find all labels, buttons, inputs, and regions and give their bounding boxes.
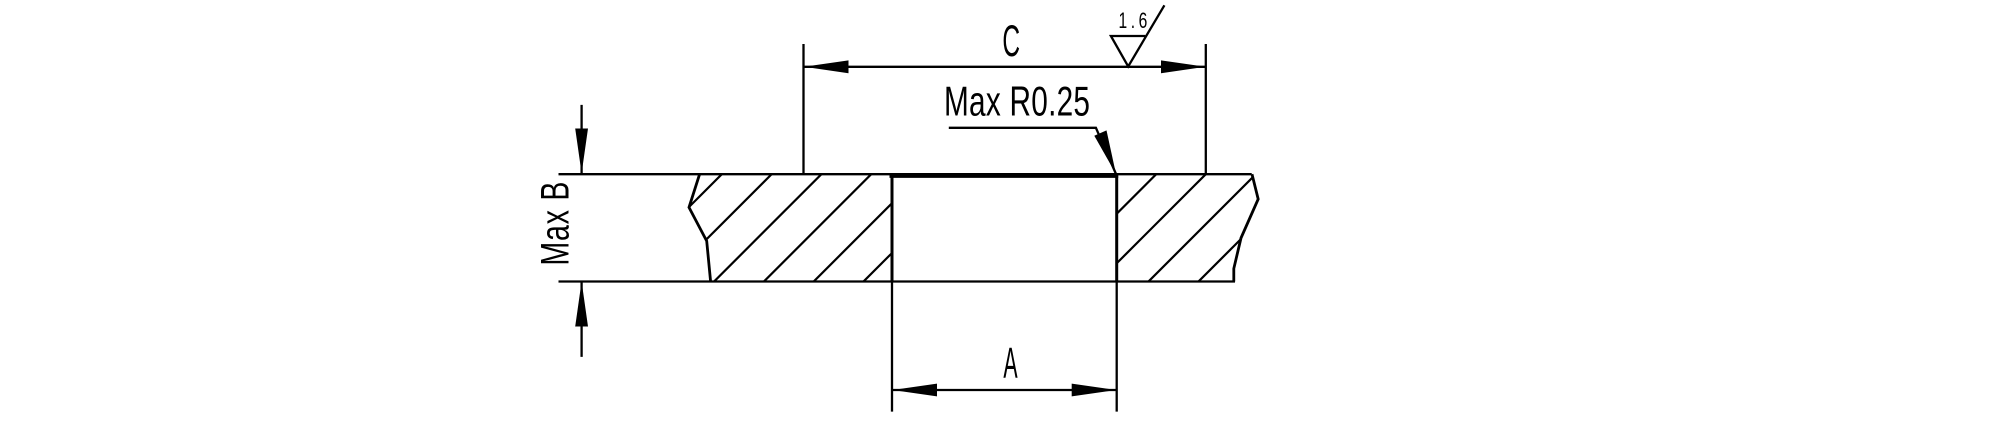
svg-text:Max R0.25: Max R0.25 (944, 78, 1090, 125)
svg-text:A: A (1003, 340, 1017, 388)
svg-text:C: C (1002, 15, 1020, 66)
svg-text:Max B: Max B (534, 182, 578, 266)
svg-text:1.6: 1.6 (1119, 10, 1148, 34)
